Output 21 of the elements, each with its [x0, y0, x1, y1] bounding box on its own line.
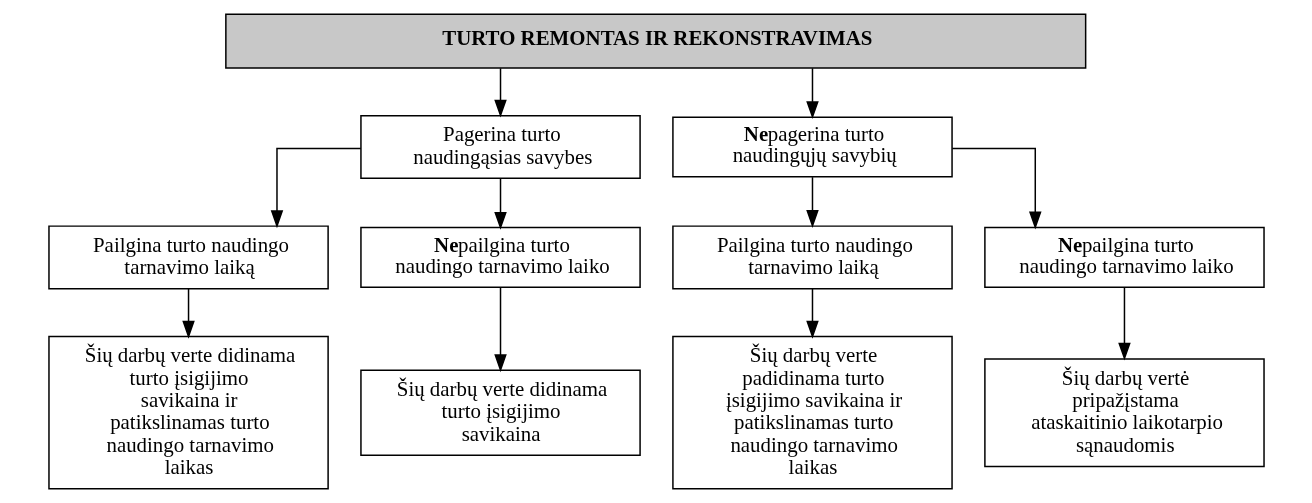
node-box: Šių darbų verte didinama turto įsigijimo savikaina ir patikslinamas turto naudingo tarnavimo laikas — [47, 335, 329, 490]
arrow — [493, 67, 507, 118]
arrow — [270, 147, 362, 229]
arrow — [951, 147, 1042, 230]
arrow — [1117, 286, 1131, 361]
node-box: Nepailgina turto naudingo tarnavimo laiko — [359, 226, 641, 289]
arrow — [493, 177, 507, 230]
arrow — [805, 67, 819, 120]
node-box: Pailgina turto naudingo tarnavimo laiką — [47, 225, 329, 290]
node-box: Pagerina turto naudingąsias savybes — [359, 114, 641, 180]
node-box: Šių darbų verte didinama turto įsigijimo savikaina — [359, 369, 641, 456]
node-box: Nepailgina turto naudingo tarnavimo laiko — [983, 226, 1265, 289]
arrow — [181, 288, 195, 339]
node-box: Šių darbų vertė pripažįstama ataskaitinio laikotarpio sąnaudomis — [983, 358, 1265, 468]
node-box: Šių darbų verte padidinama turto įsigijimo savikaina ir patikslinamas turto naudingo tarnavimo laikas — [671, 335, 953, 490]
arrow — [805, 288, 819, 339]
node-box: TURTO REMONTAS IR REKONSTRAVIMAS — [224, 13, 1086, 69]
node-box: Pailgina turto naudingo tarnavimo laiką — [671, 225, 953, 290]
node-box: Nepagerina turto naudingųjų savybių — [671, 116, 953, 178]
arrow — [805, 176, 819, 229]
arrow — [493, 286, 507, 373]
